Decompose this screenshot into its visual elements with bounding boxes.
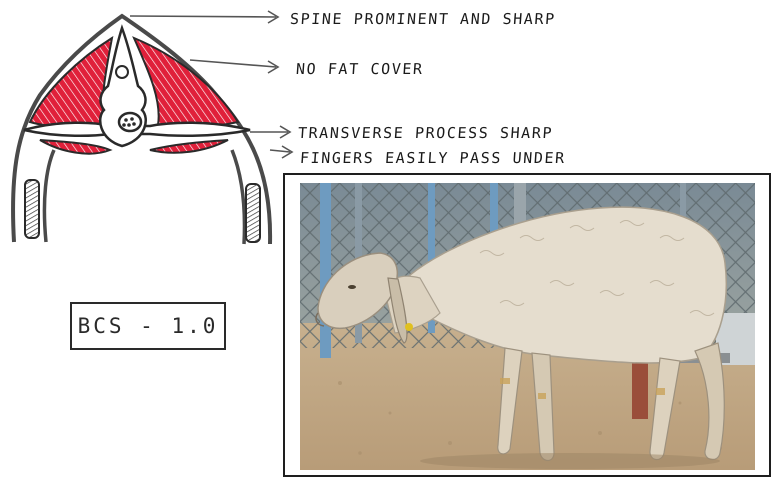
- left-rib: [25, 180, 39, 238]
- left-lower-muscle: [40, 140, 110, 154]
- spinal-canal: [116, 66, 128, 78]
- right-rib: [246, 184, 260, 242]
- label-transverse-process: TRANSVERSE PROCESS SHARP: [297, 124, 553, 142]
- bcs-score-text: BCS - 1.0: [78, 314, 219, 338]
- bcs-score-box: BCS - 1.0: [70, 302, 226, 350]
- ear-tag: [405, 323, 413, 331]
- right-lower-muscle: [150, 140, 228, 153]
- right-muscle: [134, 38, 238, 127]
- spinal-cord: [119, 113, 141, 131]
- sheep-photo: [300, 183, 755, 470]
- spine-cross-section-diagram: [0, 0, 300, 260]
- inner-outline: [44, 150, 244, 244]
- left-muscle: [30, 38, 112, 127]
- label-fingers-pass-under: FINGERS EASILY PASS UNDER: [299, 149, 566, 167]
- label-no-fat-cover: NO FAT COVER: [295, 60, 424, 78]
- label-spine-prominent: SPINE PROMINENT AND SHARP: [289, 10, 556, 28]
